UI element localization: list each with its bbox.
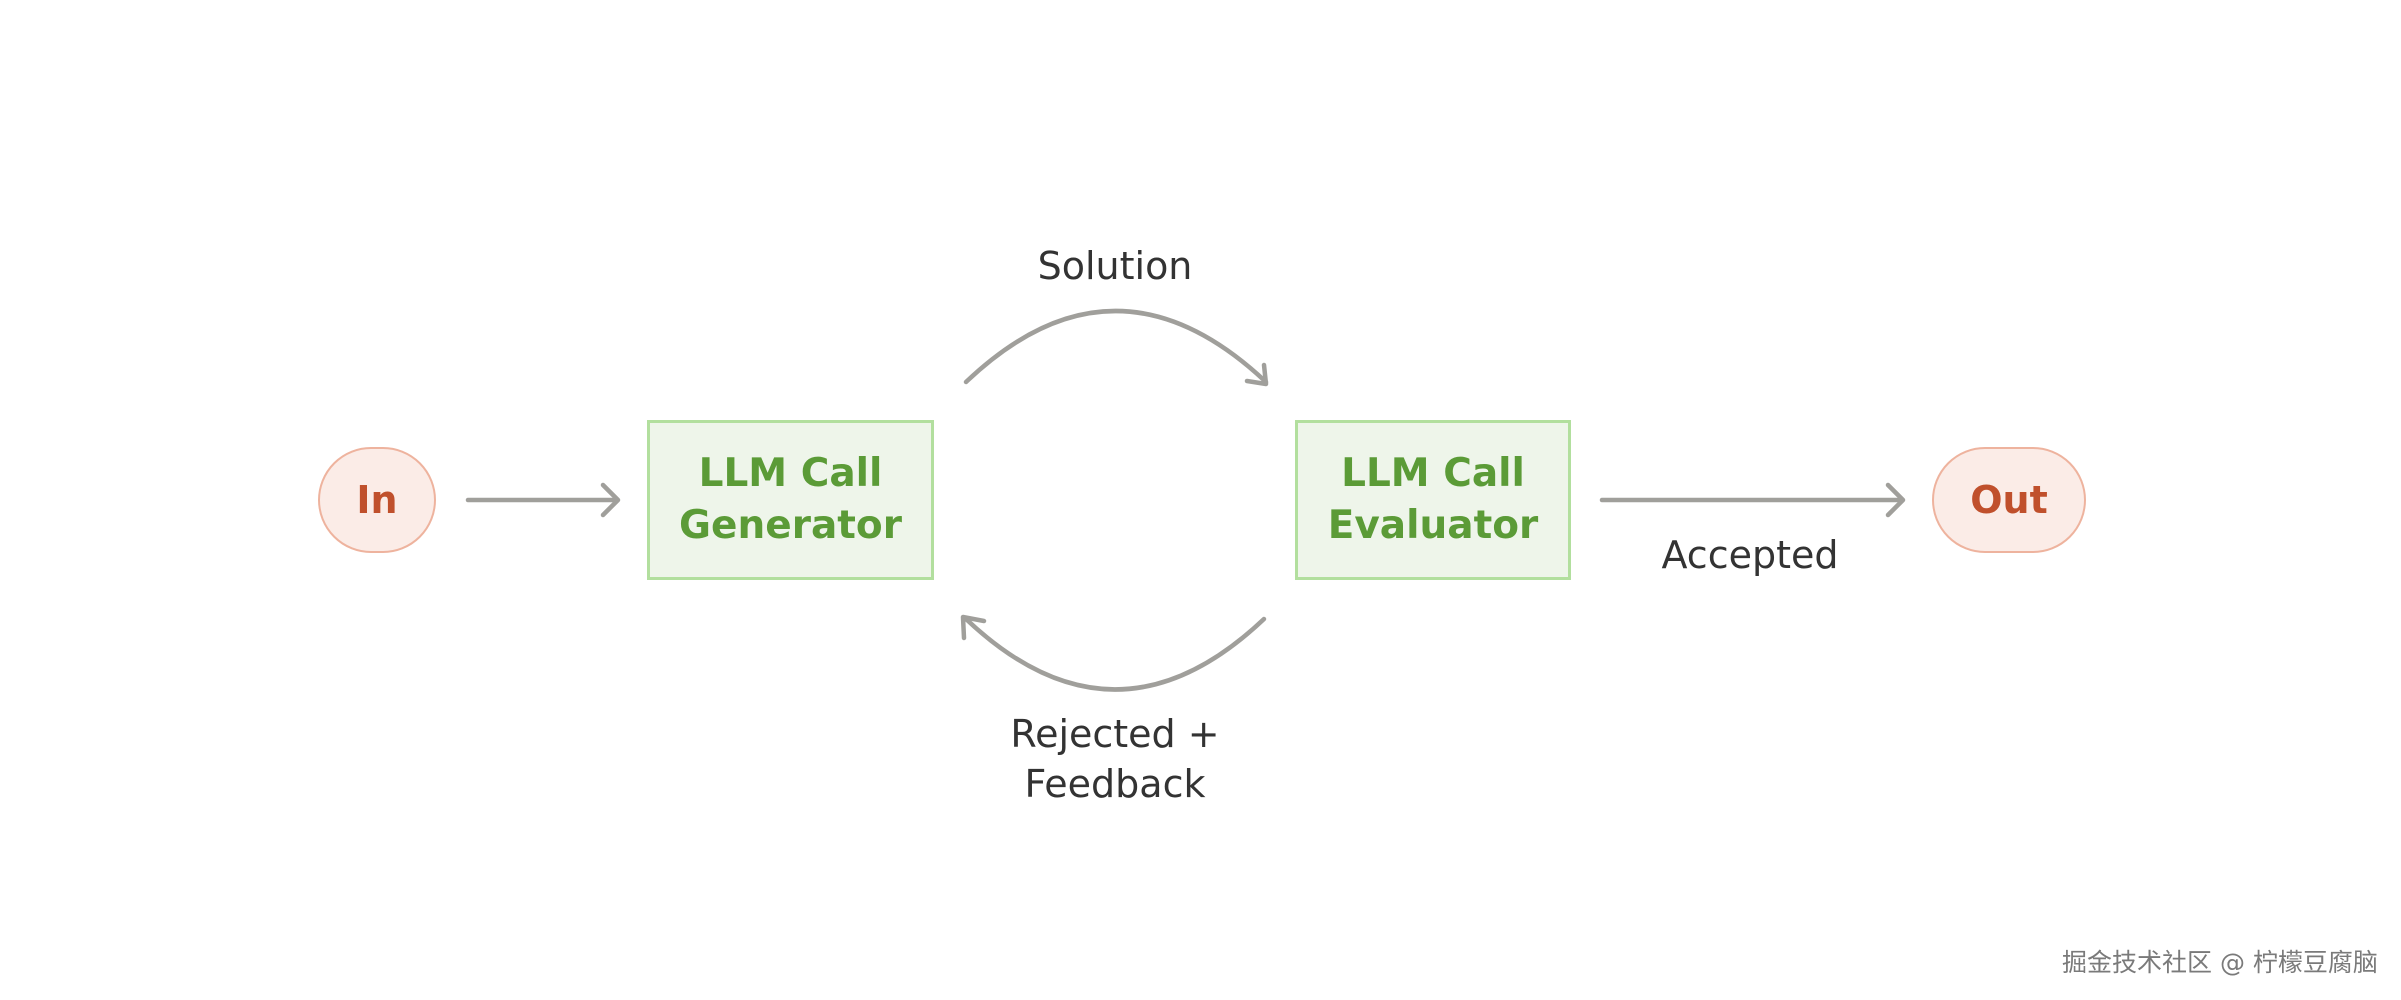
input-node: In xyxy=(318,447,436,553)
output-node-label: Out xyxy=(1970,478,2048,522)
arrow-solution-arc xyxy=(963,308,1269,387)
rejected-edge-label: Rejected + Feedback xyxy=(940,709,1290,809)
rejected-edge-label-line1: Rejected + xyxy=(1010,712,1220,756)
arrow-in-to-generator xyxy=(465,482,621,518)
output-node: Out xyxy=(1932,447,2086,553)
accepted-edge-label: Accepted xyxy=(1661,533,1839,577)
generator-node-line1: LLM Call xyxy=(698,451,883,496)
rejected-edge-label-line2: Feedback xyxy=(1024,762,1206,806)
input-node-label: In xyxy=(356,478,398,522)
evaluator-node-line1: LLM Call xyxy=(1341,451,1525,496)
watermark-text: 掘金技术社区 @ 柠檬豆腐脑 xyxy=(2062,948,2378,977)
generator-node: LLM Call Generator xyxy=(647,420,934,580)
evaluator-node: LLM Call Evaluator xyxy=(1295,420,1571,580)
evaluator-node-line2: Evaluator xyxy=(1327,503,1539,548)
generator-node-line2: Generator xyxy=(679,503,902,548)
solution-edge-label: Solution xyxy=(1037,244,1193,288)
arrow-rejected-arc xyxy=(960,614,1267,692)
arrow-evaluator-to-out xyxy=(1599,482,1906,518)
